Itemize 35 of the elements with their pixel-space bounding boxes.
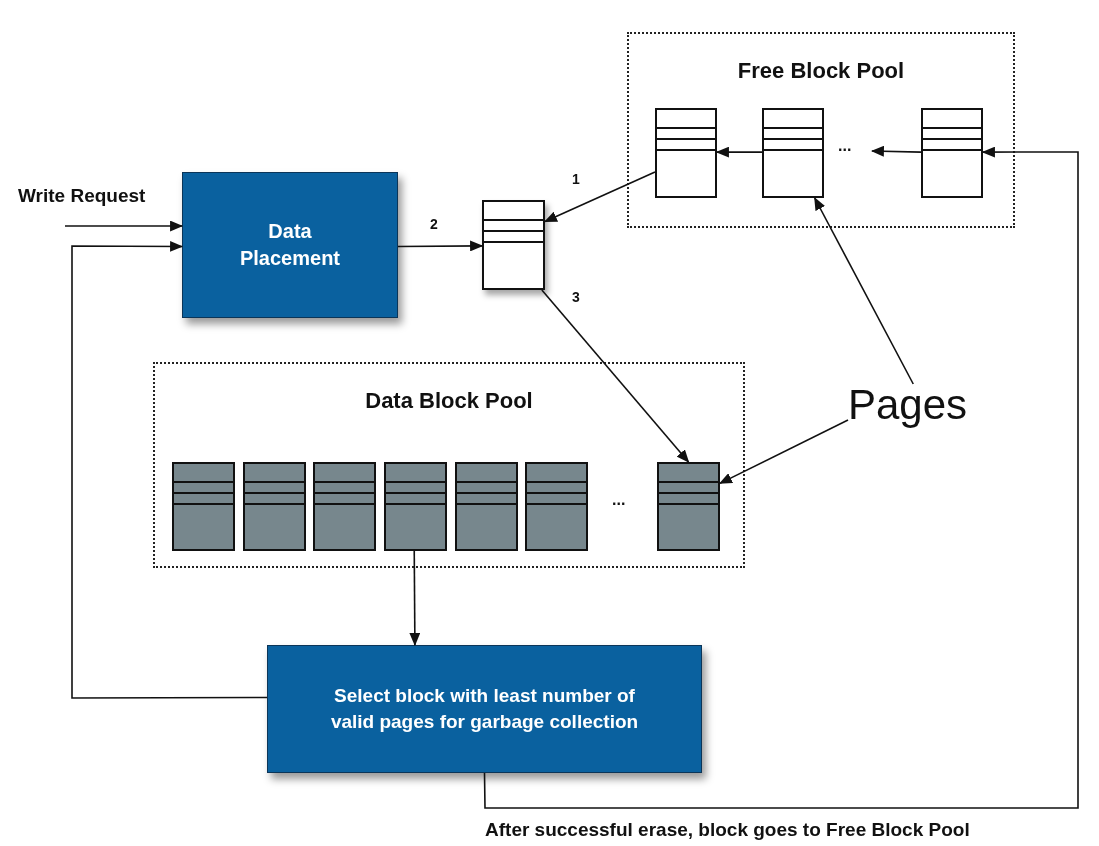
process-box [182,172,398,318]
free-block [655,108,717,198]
data-block [657,462,720,551]
leader-line [719,419,849,485]
arrow [541,289,690,463]
arrow [71,241,268,699]
arrow [409,550,421,647]
dashed-group-frame [627,32,1015,228]
arrow [64,220,184,232]
pool-title: Free Block Pool [736,58,906,84]
free-block [762,108,824,198]
data-block [172,462,235,551]
arrow [544,171,656,223]
edge-label: After successful erase, block goes to Free Block Pool [485,820,970,841]
edge-label: Write Request [18,186,146,207]
arrow [870,145,922,157]
free-block [482,200,545,290]
process-label: Select block with least number of valid pages for garbage collection [329,684,640,734]
arrow [715,146,763,158]
process-label: Data Placement [239,219,341,271]
data-block [384,462,447,551]
data-block [243,462,306,551]
data-block [525,462,588,551]
data-block [455,462,518,551]
dashed-group-frame [153,362,745,568]
ellipsis: ... [838,138,852,154]
free-block [921,108,983,198]
arrow [483,146,1079,809]
data-block [313,462,376,551]
leader-line [813,197,915,385]
arrow [397,240,484,252]
ellipsis: ... [612,492,626,508]
process-box [267,645,702,773]
pool-title: Data Block Pool [364,388,534,414]
callout-text: Pages [848,384,968,426]
